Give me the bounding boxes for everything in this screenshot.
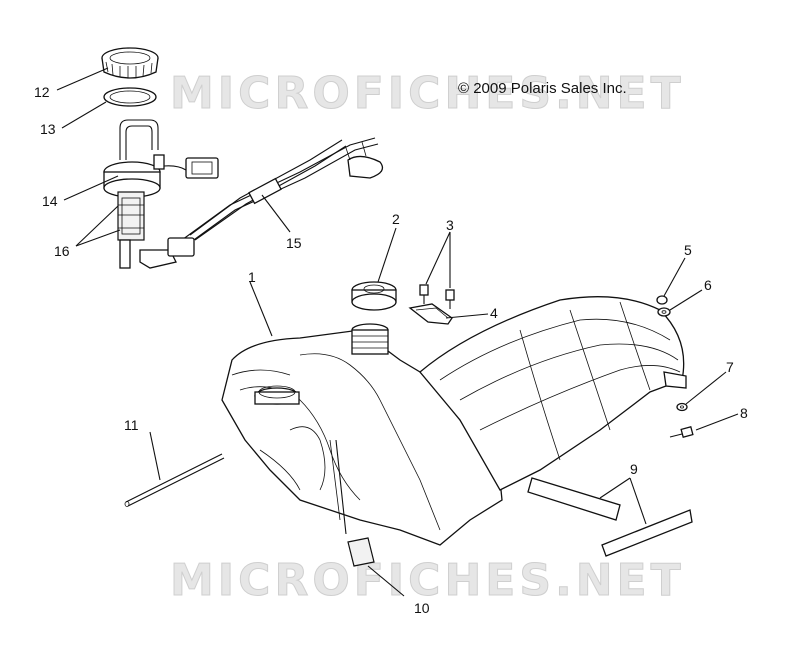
callout-15: 15 (286, 235, 302, 251)
callout-13: 13 (40, 121, 56, 137)
watermark-bottom: MICROFICHES.NET (170, 555, 685, 606)
part-4-bracket (408, 303, 453, 325)
part-5-nut (656, 295, 668, 305)
part-10-pad (347, 537, 375, 567)
callout-4: 4 (490, 305, 498, 321)
callout-1: 1 (248, 269, 256, 285)
seat (419, 296, 687, 491)
leader-lines (56, 67, 739, 597)
part-2-fuel-cap (351, 281, 397, 311)
callout-16: 16 (54, 243, 70, 259)
part-15-fuel-line (167, 137, 384, 257)
part-13-seal (103, 87, 157, 107)
part-11-rod (124, 453, 225, 507)
callout-6: 6 (704, 277, 712, 293)
copyright-text: © 2009 Polaris Sales Inc. (458, 80, 627, 97)
part-9-foam-pads (527, 477, 693, 557)
part-1-fuel-tank (221, 323, 503, 546)
callout-8: 8 (740, 405, 748, 421)
callout-3: 3 (446, 217, 454, 233)
part-16-filter (121, 197, 141, 235)
callout-10: 10 (414, 600, 430, 616)
part-8-bolt (669, 426, 694, 438)
part-6-washer (657, 307, 671, 317)
part-7-washer (676, 402, 688, 412)
pump-connector (185, 157, 219, 179)
watermark-top: MICROFICHES.NET (170, 68, 685, 119)
part-3-screws (419, 284, 455, 309)
callout-11: 11 (124, 417, 139, 433)
callout-9: 9 (630, 461, 638, 477)
callout-7: 7 (726, 359, 734, 375)
callouts: 1 2 3 4 5 6 7 8 9 10 11 12 13 14 15 16 (34, 84, 748, 616)
callout-5: 5 (684, 242, 692, 258)
part-12-lock-ring (101, 47, 159, 79)
callout-14: 14 (42, 193, 58, 209)
callout-2: 2 (392, 211, 400, 227)
callout-12: 12 (34, 84, 50, 100)
